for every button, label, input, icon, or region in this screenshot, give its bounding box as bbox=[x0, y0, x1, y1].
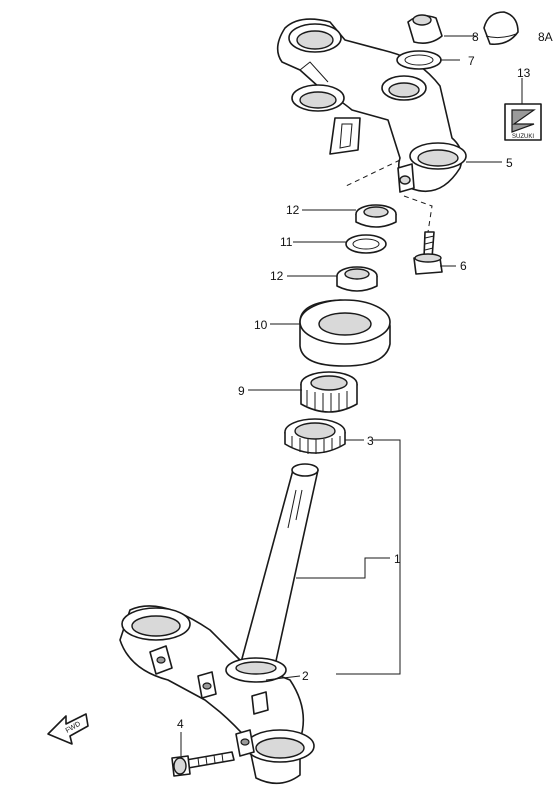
callout-7: 7 bbox=[468, 54, 475, 68]
callout-labels: 8 8A 7 13 5 12 11 6 12 10 9 3 1 2 4 bbox=[177, 30, 553, 731]
callout-12-upper: 12 bbox=[286, 203, 300, 217]
cap-nut-8a bbox=[483, 11, 519, 46]
callout-12-lower: 12 bbox=[270, 269, 284, 283]
lock-nut-12-upper bbox=[355, 204, 397, 228]
callout-8: 8 bbox=[472, 30, 479, 44]
steering-stem-lower-bracket bbox=[119, 463, 319, 785]
callout-8a: 8A bbox=[538, 30, 553, 44]
bearing-3 bbox=[284, 418, 346, 454]
callout-4: 4 bbox=[177, 717, 184, 731]
callout-2: 2 bbox=[302, 669, 309, 683]
callout-11: 11 bbox=[280, 235, 293, 249]
alignment-lines bbox=[336, 159, 433, 675]
upper-bracket bbox=[276, 18, 467, 193]
washer-7 bbox=[396, 50, 442, 70]
bolt-4 bbox=[171, 751, 235, 777]
forward-direction-arrow: FWD bbox=[47, 713, 89, 745]
washer-11 bbox=[345, 234, 387, 254]
dust-seal-10 bbox=[299, 299, 391, 367]
callout-6: 6 bbox=[460, 259, 467, 273]
callout-13: 13 bbox=[517, 66, 531, 80]
callout-9: 9 bbox=[238, 384, 245, 398]
lock-nut-12-lower bbox=[336, 266, 378, 292]
callout-10: 10 bbox=[254, 318, 268, 332]
bolt-6 bbox=[413, 231, 443, 275]
bearing-9 bbox=[300, 371, 358, 413]
emblem-text: SUZUKI bbox=[512, 134, 534, 140]
cap-nut-8 bbox=[407, 14, 443, 44]
leader-lines bbox=[180, 35, 523, 756]
suzuki-emblem: SUZUKI bbox=[504, 103, 542, 141]
callout-5: 5 bbox=[506, 156, 513, 170]
callout-3: 3 bbox=[367, 434, 374, 448]
callout-1: 1 bbox=[394, 552, 401, 566]
